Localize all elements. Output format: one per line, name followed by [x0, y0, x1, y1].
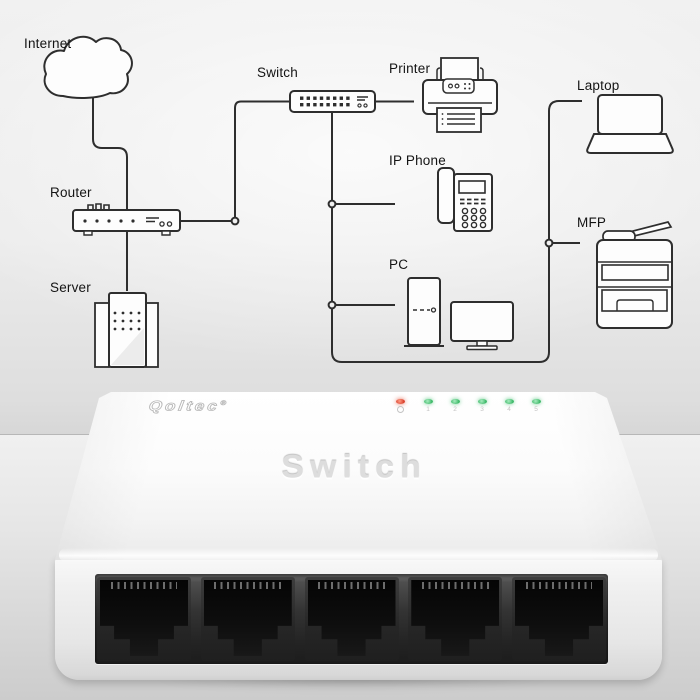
port5-led-label: 5	[534, 406, 538, 413]
device-top-face	[55, 392, 662, 560]
port3-led-label: 3	[480, 406, 484, 413]
server-icon	[94, 292, 159, 368]
laptop-icon	[586, 94, 674, 154]
power-led-group	[393, 399, 407, 413]
port2-led-label: 2	[453, 406, 457, 413]
port4-led	[504, 399, 514, 404]
junction-mfp	[544, 238, 554, 248]
mfp-icon	[596, 221, 673, 329]
device-model-emboss: Switch	[281, 448, 427, 486]
router-icon	[72, 203, 181, 236]
label-mfp: MFP	[577, 215, 607, 230]
router-leds	[83, 219, 135, 223]
label-switch: Switch	[257, 65, 298, 80]
rj45-port-3	[304, 577, 399, 661]
port2-led-group: 2	[448, 399, 462, 413]
switch-ports-dots	[300, 96, 350, 107]
port3-led	[477, 399, 487, 404]
power-led	[395, 399, 405, 404]
rj45-contacts	[318, 582, 385, 589]
rj45-contacts	[421, 582, 489, 589]
port4-led-label: 4	[507, 406, 511, 413]
rj45-contacts	[110, 582, 178, 589]
device-front-edge-highlight	[59, 548, 658, 562]
rj45-port-panel	[95, 574, 608, 664]
pc-icon	[404, 277, 514, 351]
junction-nodes	[230, 199, 554, 310]
port3-led-group: 3	[475, 399, 489, 413]
rj45-opening	[411, 580, 500, 656]
junction-pc	[327, 300, 337, 310]
rj45-contacts	[214, 582, 282, 589]
label-laptop: Laptop	[577, 78, 620, 93]
label-router: Router	[50, 185, 92, 200]
ip-phone-icon	[437, 167, 493, 232]
rj45-port-1	[97, 577, 191, 661]
rj45-opening	[203, 580, 292, 656]
switch-icon	[289, 90, 376, 113]
rj45-port-5	[512, 577, 606, 661]
junction-router-switch	[230, 216, 240, 226]
brand-logo: Qoltec®	[147, 398, 230, 414]
label-internet: Internet	[24, 36, 72, 51]
server-vents	[113, 311, 141, 331]
rj45-opening	[307, 580, 396, 656]
brand-text: Qoltec	[147, 398, 221, 414]
rj45-opening	[515, 580, 603, 656]
rj45-port-2	[200, 577, 295, 661]
phone-keypad	[461, 207, 487, 229]
port1-led	[423, 399, 433, 404]
printer-icon	[422, 57, 498, 133]
port1-led-group: 1	[421, 399, 435, 413]
network-topology-diagram	[43, 35, 674, 368]
label-pc: PC	[389, 257, 409, 272]
qoltec-switch-device: Qoltec® Switch 1 2 3 4 5	[55, 392, 662, 680]
line-switch-junction	[234, 100, 290, 218]
rj45-port-4	[408, 577, 503, 661]
line-switch-main-run	[331, 100, 582, 363]
port5-led	[531, 399, 541, 404]
line-internet-router	[92, 97, 128, 209]
rj45-contacts	[525, 582, 593, 589]
junction-ip-phone	[327, 199, 337, 209]
port5-led-group: 5	[529, 399, 543, 413]
port2-led	[450, 399, 460, 404]
internet-cloud-icon	[43, 35, 133, 99]
connection-lines	[92, 97, 582, 363]
power-symbol-icon	[396, 406, 404, 413]
port4-led-group: 4	[502, 399, 516, 413]
label-ip-phone: IP Phone	[389, 153, 446, 168]
label-server: Server	[50, 280, 91, 295]
port1-led-label: 1	[426, 406, 430, 413]
label-printer: Printer	[389, 61, 431, 76]
registered-mark: ®	[219, 399, 230, 407]
rj45-opening	[100, 580, 188, 656]
